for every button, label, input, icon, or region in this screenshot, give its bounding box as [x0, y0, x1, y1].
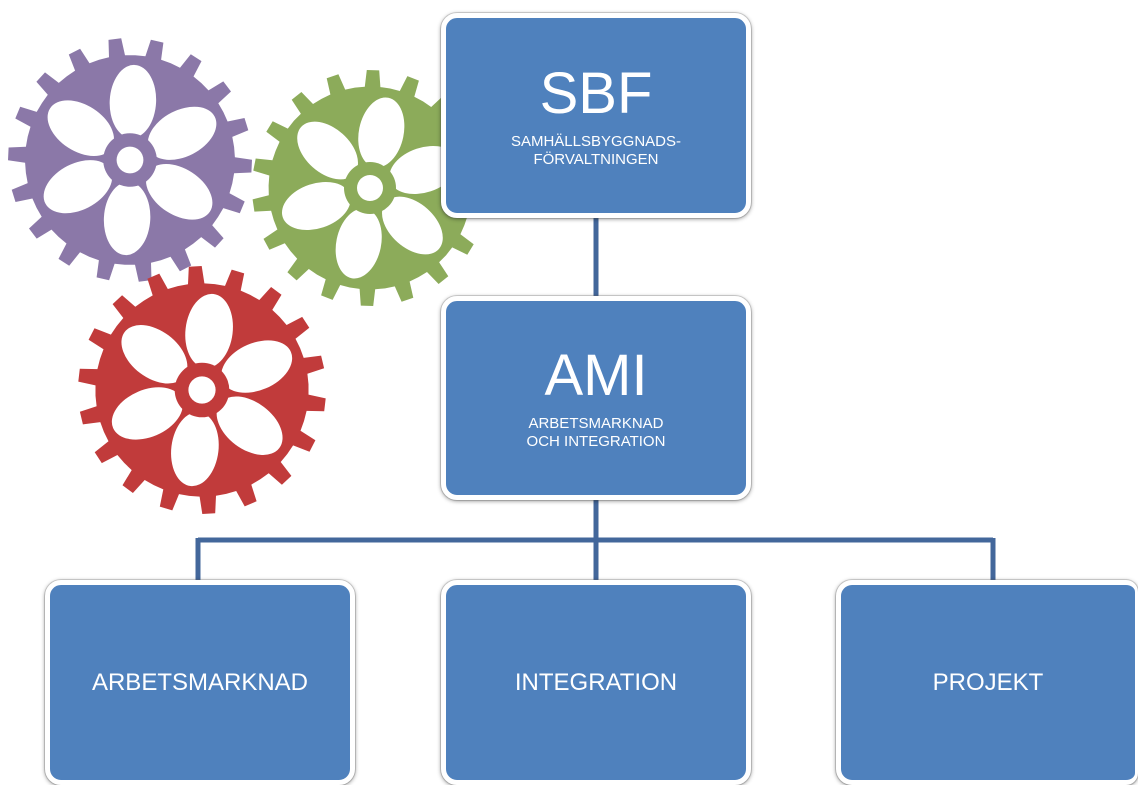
org-box-sbf: SBF SAMHÄLLSBYGGNADS- FÖRVALTNINGEN — [441, 13, 751, 218]
sbf-subtitle: SAMHÄLLSBYGGNADS- FÖRVALTNINGEN — [511, 133, 681, 169]
red-gear-icon — [78, 266, 326, 514]
ami-subtitle-line2: OCH INTEGRATION — [526, 433, 666, 450]
sbf-subtitle-line1: SAMHÄLLSBYGGNADS- — [510, 132, 682, 150]
org-box-integration: INTEGRATION — [441, 580, 751, 785]
ami-title: AMI — [544, 343, 648, 408]
org-box-arbetsmarknad: ARBETSMARKNAD — [45, 580, 355, 785]
green-gear-icon — [252, 70, 488, 306]
ami-subtitle: ARBETSMARKNAD OCH INTEGRATION — [527, 415, 666, 451]
arbetsmarknad-label: ARBETSMARKNAD — [91, 668, 309, 696]
integration-label: INTEGRATION — [514, 668, 678, 696]
ami-subtitle-line1: ARBETSMARKNAD — [528, 415, 664, 432]
org-box-projekt: PROJEKT — [836, 580, 1138, 785]
org-box-ami: AMI ARBETSMARKNAD OCH INTEGRATION — [441, 296, 751, 500]
sbf-title: SBF — [539, 60, 653, 126]
sbf-subtitle-line2: FÖRVALTNINGEN — [533, 150, 659, 168]
projekt-label: PROJEKT — [932, 668, 1044, 696]
purple-gear-icon — [8, 38, 252, 282]
